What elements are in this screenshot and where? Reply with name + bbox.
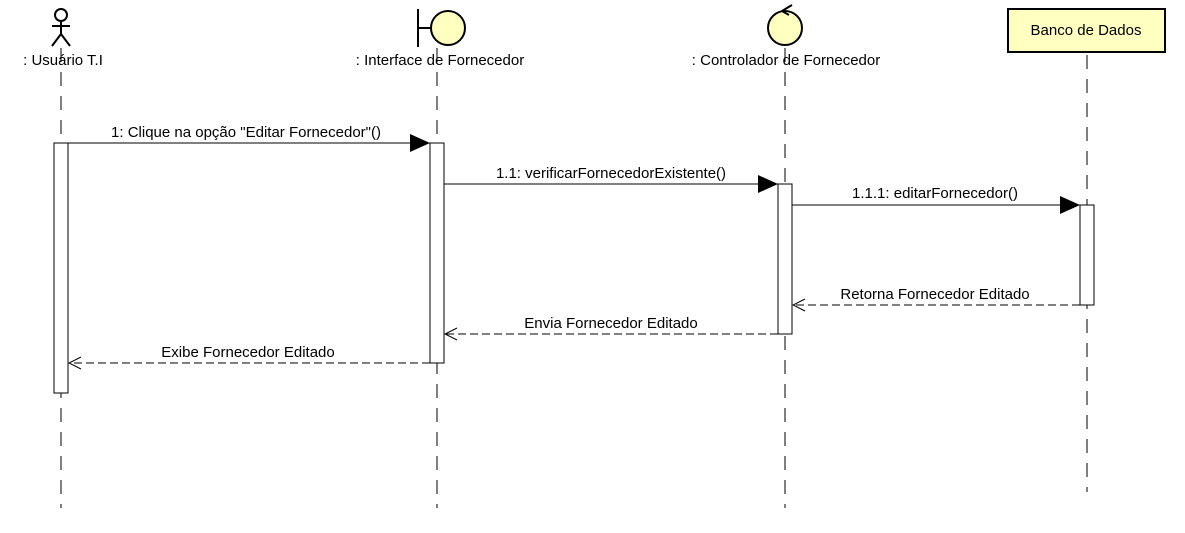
activation-interface [429,142,445,364]
activation-banco [1079,204,1095,306]
message-label: Retorna Fornecedor Editado [840,286,1029,303]
message-label: Envia Fornecedor Editado [524,315,697,332]
message-label: Exibe Fornecedor Editado [161,344,334,361]
message-label: 1.1.1: editarFornecedor() [852,185,1018,202]
participant-label-usuario: : Usuário T.I [23,52,103,69]
participant-box-banco [1007,8,1166,53]
boundary-icon [417,9,466,47]
participant-label-interface: : Interface de Fornecedor [356,52,524,69]
message-label: 1.1: verificarFornecedorExistente() [496,165,726,182]
participant-label-banco: Banco de Dados [1031,22,1142,39]
activation-usuario [53,142,69,394]
control-icon [767,4,803,46]
message-label: 1: Clique na opção "Editar Fornecedor"() [111,124,381,141]
participant-label-controlador: : Controlador de Fornecedor [692,52,880,69]
actor-icon [51,8,71,47]
activation-controlador [777,183,793,335]
